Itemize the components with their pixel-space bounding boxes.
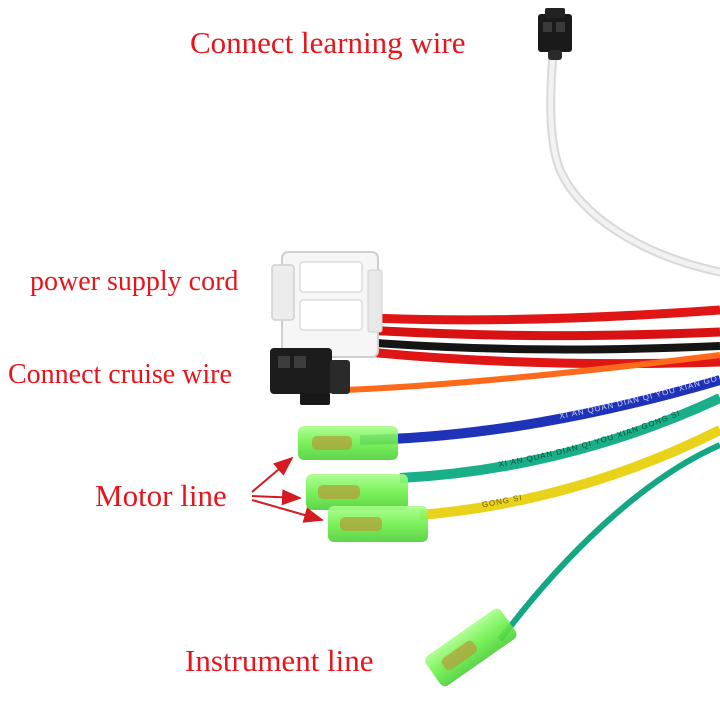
cruise-connector [270,348,350,405]
power-wire-red-1 [369,305,720,325]
power-wire-red-2 [364,325,720,341]
motor-wire-green [399,393,720,483]
motor-arrow-2 [251,489,302,506]
motor-wire-blue [359,375,720,445]
instrument-wire [497,442,720,642]
learning-connector [538,8,572,60]
motor-arrow-1 [251,456,294,493]
cruise-wire [344,352,720,393]
motor-arrow-3 [251,499,324,523]
motor-wire-yellow [419,425,720,520]
motor-terminal-2 [306,474,408,510]
instrument-terminal [425,608,517,687]
label-power-supply-cord: power supply cord [30,266,239,297]
label-motor-line: Motor line [95,478,227,513]
power-connector [271,251,383,358]
motor-terminal-1 [298,426,398,460]
label-learning-wire: Connect learning wire [190,25,466,60]
motor-terminal-3 [328,506,428,542]
label-cruise-wire: Connect cruise wire [8,359,232,390]
power-wire-black [361,338,720,354]
label-instrument-line: Instrument line [185,643,374,678]
